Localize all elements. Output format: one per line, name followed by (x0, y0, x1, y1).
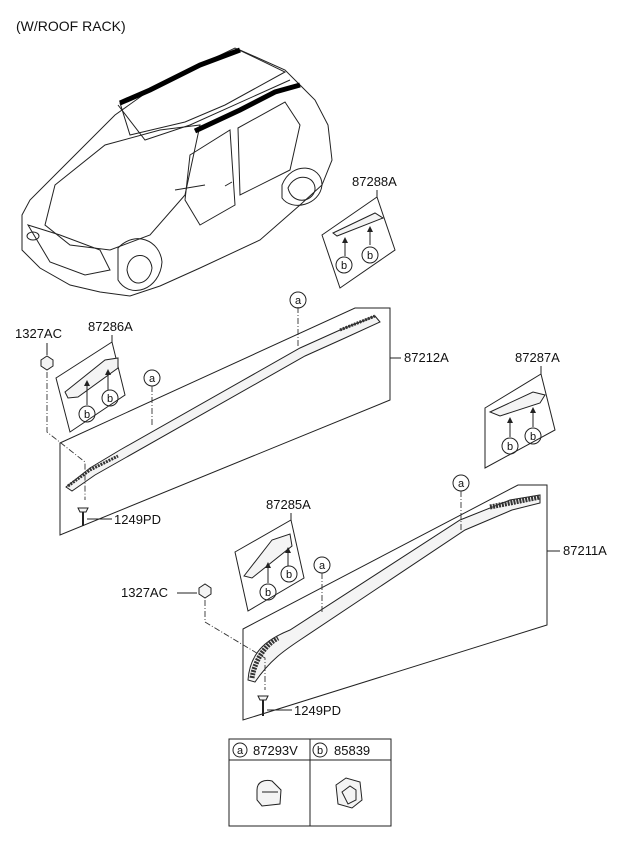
marker-b-text: b (341, 260, 347, 272)
label-87285A: 87285A (266, 497, 311, 512)
label-1327AC-top: 1327AC (15, 326, 62, 341)
marker-b-icon (501, 437, 519, 455)
legend-a-icon (232, 742, 248, 758)
cover-87286A (64, 357, 119, 399)
marker-b-text: b (286, 569, 292, 581)
marker-a-icon (452, 474, 470, 492)
roof-rail-right-highlight (193, 82, 301, 134)
roof-rail-87211A (247, 494, 541, 683)
nut-icon (198, 583, 212, 599)
marker-b-text: b (107, 393, 113, 405)
marker-b-icon (101, 389, 119, 407)
label-87287A: 87287A (515, 350, 560, 365)
marker-b-text: b (367, 250, 373, 262)
label-87286A: 87286A (88, 319, 133, 334)
marker-b-text: b (507, 441, 513, 453)
legend-table: a 87293V b 85839 (228, 738, 392, 827)
label-87211A: 87211A (563, 543, 607, 558)
marker-a-icon (289, 291, 307, 309)
box-87287A (484, 373, 556, 469)
legend-b-part: 85839 (334, 743, 370, 758)
roof-rail-left-highlight (119, 47, 241, 106)
label-1249PD-bottom: 1249PD (294, 703, 341, 718)
box-87286A (55, 341, 126, 433)
marker-a-text: a (295, 295, 302, 307)
box-87211A (242, 484, 548, 721)
roof-rail-87212A (65, 315, 381, 492)
legend-a-part: 87293V (253, 743, 298, 758)
marker-b-icon (280, 565, 298, 583)
label-1327AC-bottom: 1327AC (121, 585, 168, 600)
label-87212A: 87212A (404, 350, 449, 365)
cover-87288A (332, 212, 385, 237)
marker-a-text: a (319, 560, 326, 572)
marker-a-text: a (458, 478, 465, 490)
car-illustration (21, 47, 333, 297)
box-87285A (234, 519, 305, 612)
marker-a-icon (143, 369, 161, 387)
label-87288A: 87288A (352, 174, 397, 189)
marker-b-icon (524, 427, 542, 445)
diagram-title: (W/ROOF RACK) (16, 18, 126, 34)
marker-a-icon (313, 556, 331, 574)
marker-b-icon (259, 583, 277, 601)
legend-b-letter: b (317, 745, 323, 757)
cover-87285A (243, 533, 293, 579)
legend-a-letter: a (237, 745, 244, 757)
label-1249PD-top: 1249PD (114, 512, 161, 527)
cover-87287A (488, 391, 546, 417)
box-87288A (321, 196, 396, 289)
box-87212A (59, 307, 391, 536)
marker-b-icon (78, 405, 96, 423)
marker-a-text: a (149, 373, 156, 385)
marker-b-icon (361, 246, 379, 264)
marker-b-text: b (530, 431, 536, 443)
legend-b-icon (312, 742, 328, 758)
cap-87293V-icon (256, 779, 282, 807)
screw-icon (77, 507, 89, 513)
marker-b-text: b (265, 587, 271, 599)
marker-b-icon (335, 256, 353, 274)
nut-icon (40, 355, 54, 371)
screw-icon (257, 695, 269, 701)
marker-b-text: b (84, 409, 90, 421)
